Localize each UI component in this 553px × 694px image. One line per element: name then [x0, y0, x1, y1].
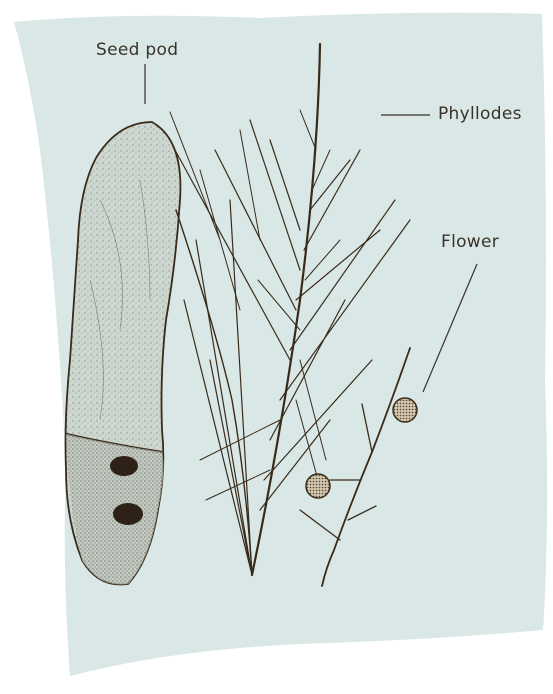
flower-head-1	[393, 398, 417, 422]
seed-upper	[110, 456, 138, 476]
seed-pod-label: Seed pod	[96, 40, 178, 60]
flower-head-2	[306, 474, 330, 498]
flower-label: Flower	[441, 232, 499, 252]
phyllodes-label: Phyllodes	[438, 104, 522, 124]
seed-lower	[113, 503, 143, 525]
